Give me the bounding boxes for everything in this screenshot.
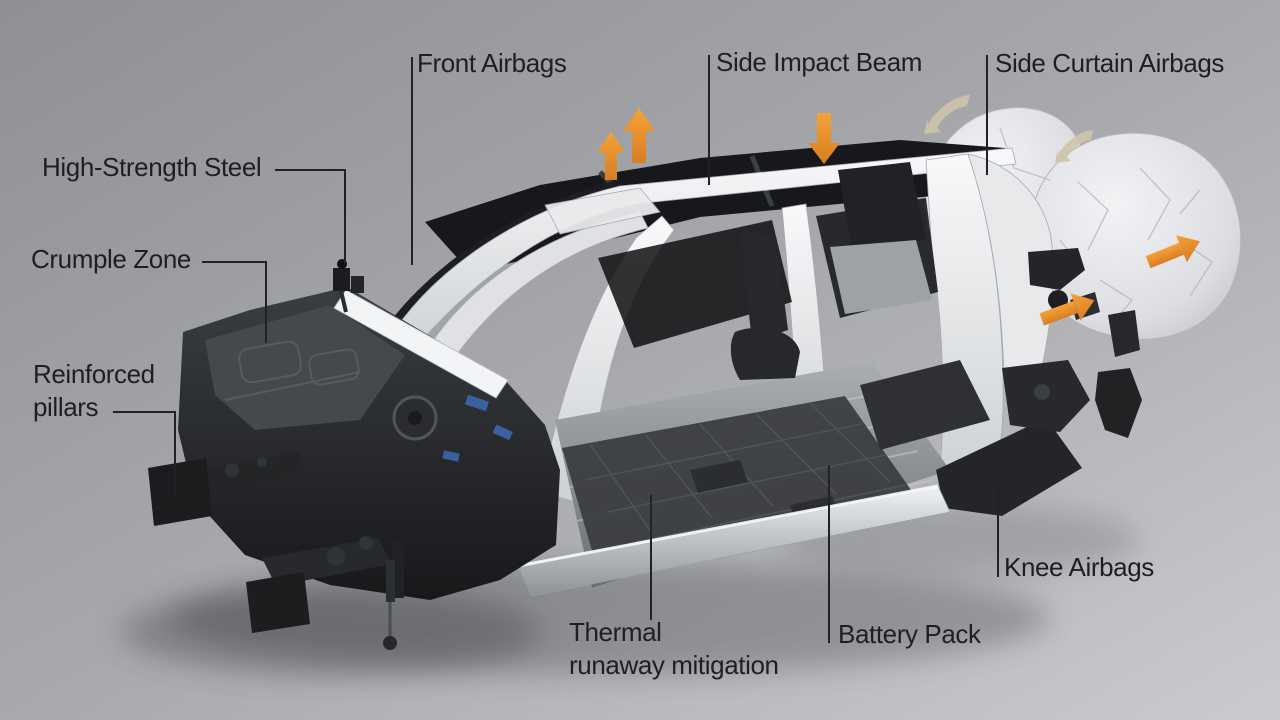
front-crumple-structure: [178, 259, 560, 600]
cowl-beam: [333, 289, 509, 399]
label-side-impact-beam: Side Impact Beam: [716, 47, 923, 77]
rear-quarter-panel: [967, 153, 1054, 379]
front-seat: [730, 232, 800, 380]
knee-airbag-parts: [1002, 248, 1142, 438]
wiring-highlights: [442, 394, 513, 462]
leader-reinforced-pillars: [113, 411, 176, 498]
leader-high-strength-steel: [275, 169, 346, 263]
label-thermal-runaway-line1: Thermal: [569, 617, 662, 647]
label-front-airbags: Front Airbags: [417, 48, 567, 78]
label-reinforced-pillars: Reinforced pillars: [33, 358, 155, 424]
label-reinforced-pillars-line1: Reinforced: [33, 359, 155, 389]
roof-up-arrow-large: [623, 108, 655, 163]
leader-lines: [113, 55, 999, 643]
rocker-sill: [517, 418, 1082, 597]
windshield-header-inner: [429, 211, 649, 358]
curtain-swoosh-upper: [924, 95, 970, 134]
label-knee-airbags: Knee Airbags: [1004, 552, 1154, 582]
front-suspension-parts: [148, 452, 404, 650]
hood-panel: [205, 305, 405, 430]
a-pillar-sensor: [333, 259, 364, 313]
label-side-curtain-airbags: Side Curtain Airbags: [995, 48, 1225, 78]
roof-bow-panel: [544, 187, 661, 235]
rear-seat-back: [838, 162, 926, 252]
label-thermal-runaway-line2: runaway mitigation: [569, 650, 779, 680]
label-battery-pack: Battery Pack: [838, 619, 981, 649]
rear-seat-cushion: [830, 240, 932, 314]
curtain-deploy-arrow-lower: [1039, 293, 1095, 326]
curtain-swoosh-arrows: [924, 95, 1093, 163]
deployment-arrows: [597, 108, 1201, 326]
label-crumple-zone: Crumple Zone: [31, 244, 191, 274]
leader-crumple-zone: [202, 261, 267, 343]
curtain-deploy-arrow-upper: [1145, 235, 1201, 269]
label-high-strength-steel: High-Strength Steel: [42, 152, 262, 182]
label-thermal-runaway: Thermal runaway mitigation: [569, 616, 779, 682]
side-impact-down-arrow: [808, 113, 840, 164]
roof-up-arrow-small: [597, 132, 625, 180]
curtain-swoosh-lower: [1055, 130, 1093, 163]
label-reinforced-pillars-line2: pillars: [33, 392, 99, 422]
